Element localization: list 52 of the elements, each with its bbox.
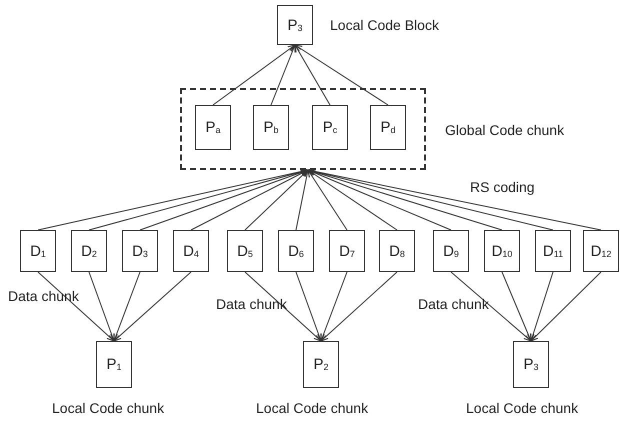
process-box <box>583 230 619 272</box>
process-box <box>303 341 339 388</box>
arrow <box>113 272 140 342</box>
node-caption: Local Code chunk <box>256 401 368 415</box>
arrow <box>113 272 192 342</box>
process-box <box>370 105 406 150</box>
arrow <box>320 272 398 342</box>
arrow <box>307 168 554 230</box>
arrow <box>294 44 330 106</box>
process-box <box>535 230 571 272</box>
arrow <box>212 44 296 106</box>
process-box <box>195 105 231 150</box>
arrow <box>244 272 322 342</box>
chunk-label: Data chunk <box>418 297 489 311</box>
arrow <box>530 272 602 342</box>
arrow <box>270 44 296 106</box>
arrow <box>190 169 309 230</box>
arrow <box>502 272 532 342</box>
arrow <box>296 272 322 342</box>
process-box <box>278 230 314 272</box>
process-box <box>433 230 469 272</box>
arrow <box>38 272 115 342</box>
arrow <box>294 44 388 106</box>
arrow <box>307 169 348 230</box>
edge-group-label: RS coding <box>470 180 535 194</box>
process-box <box>312 105 348 150</box>
arrow <box>296 169 310 230</box>
arrow <box>450 272 532 342</box>
process-box <box>20 230 56 272</box>
process-box <box>484 230 520 272</box>
node-caption: Local Code chunk <box>466 401 578 415</box>
process-box <box>71 230 107 272</box>
group-heading: Global Code chunk <box>445 123 564 137</box>
process-box <box>253 105 289 150</box>
process-box <box>96 341 132 388</box>
process-box <box>379 230 415 272</box>
process-box <box>513 341 549 388</box>
arrow <box>320 272 348 342</box>
arrow <box>307 169 398 230</box>
arrow <box>307 168 602 230</box>
node-caption: Local Code Block <box>330 18 439 32</box>
arrow <box>530 272 554 342</box>
process-box <box>277 5 313 45</box>
arrow <box>38 168 309 230</box>
arrow <box>244 169 309 230</box>
process-box <box>122 230 158 272</box>
arrow <box>88 272 115 342</box>
process-box <box>227 230 263 272</box>
process-box <box>173 230 209 272</box>
node-caption: Local Code chunk <box>52 401 164 415</box>
process-box <box>329 230 365 272</box>
arrow <box>307 168 502 230</box>
